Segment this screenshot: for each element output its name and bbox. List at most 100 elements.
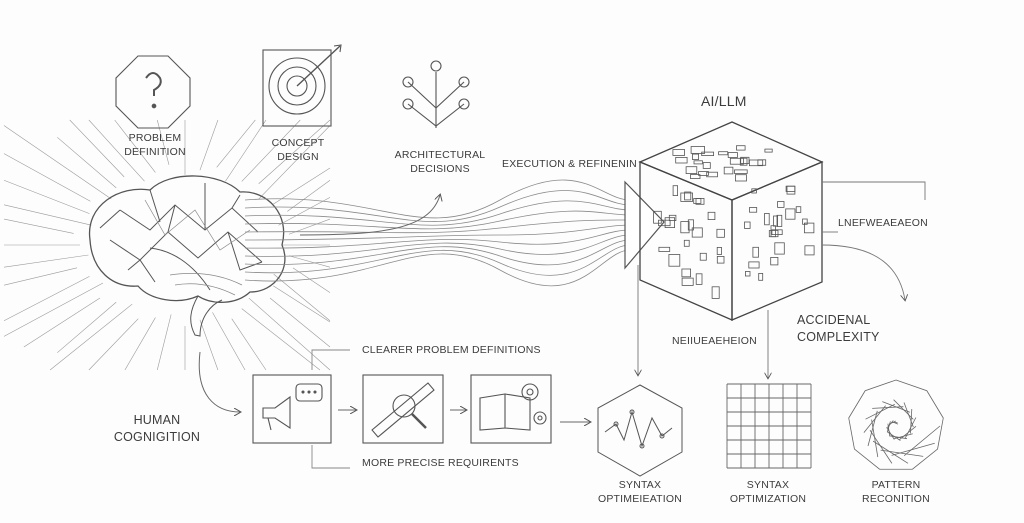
circuit-block xyxy=(749,160,762,166)
circuit-block xyxy=(735,175,746,181)
output-syntax-optimeieation-label: SyntaxOptimeieation xyxy=(590,478,690,506)
ray-line xyxy=(200,120,218,170)
circuit-block xyxy=(786,186,795,191)
circuit-block xyxy=(686,167,697,174)
circuit-block xyxy=(787,186,795,194)
circuit-block xyxy=(749,262,759,268)
ray-line xyxy=(273,286,330,322)
concept-design-label: ConceptDesign xyxy=(258,136,338,164)
circuit-block xyxy=(803,219,808,224)
circuit-block xyxy=(702,152,714,156)
megaphone-step-icon xyxy=(253,375,331,443)
ai-llm-title: AI/LLM xyxy=(701,93,747,110)
target-icon xyxy=(263,45,341,126)
circuit-block xyxy=(673,186,678,196)
output-pattern-recognition-label: PatternReconition xyxy=(846,478,946,506)
circuit-block xyxy=(765,213,770,224)
circuit-block xyxy=(700,253,706,260)
circuit-block xyxy=(735,170,748,174)
ray-line xyxy=(57,137,116,188)
stream-line xyxy=(245,190,630,221)
circuit-block xyxy=(758,160,766,166)
ray-line xyxy=(4,255,88,267)
circuit-block xyxy=(696,274,702,285)
book-gears-step-icon xyxy=(471,375,551,443)
output-syntax-optimization-label: SyntaxOptimization xyxy=(718,478,818,506)
execution-refinement-label: Execution & Refinenin xyxy=(502,157,637,171)
circuit-block xyxy=(684,240,689,246)
circuit-block xyxy=(796,207,801,213)
circuit-block xyxy=(681,222,689,233)
pattern-spiral-icon xyxy=(849,380,944,469)
ai-cube-icon xyxy=(640,122,822,320)
ray-line xyxy=(4,219,74,233)
ray-line xyxy=(212,312,245,370)
circuit-block xyxy=(694,199,701,204)
circuit-block xyxy=(673,150,685,156)
ray-line xyxy=(50,304,132,370)
stream-line xyxy=(245,211,630,229)
problem-definition-icon xyxy=(116,56,190,128)
architectural-decisions-label: ArchitecturalDecisions xyxy=(390,148,490,176)
stream-line xyxy=(245,240,630,265)
ray-line xyxy=(289,256,330,267)
circuit-block xyxy=(750,208,757,213)
circuit-block xyxy=(786,209,795,219)
circuit-block xyxy=(712,287,719,299)
stream-line xyxy=(245,235,630,256)
circuit-block xyxy=(728,153,737,158)
circuit-block xyxy=(717,229,725,237)
syntax-grid-icon xyxy=(727,384,811,468)
ray-line xyxy=(4,154,90,202)
clearer-definitions-label: Clearer Problem Definitions xyxy=(362,343,541,357)
cube-side-label: Lnefweaeaeon xyxy=(838,216,928,230)
circuit-block xyxy=(775,243,785,254)
circuit-block xyxy=(759,273,763,280)
cube-mid-label: Neiiueaeheion xyxy=(672,334,757,348)
cube-circuitry xyxy=(654,146,815,299)
circuit-block xyxy=(771,257,778,265)
circuit-block xyxy=(765,149,772,152)
ray-line xyxy=(232,319,266,370)
problem-definition-label: ProblemDefinition xyxy=(115,131,195,159)
ray-line xyxy=(4,268,77,285)
ray-line xyxy=(4,205,91,225)
ray-line xyxy=(249,298,330,370)
ray-line xyxy=(57,302,116,353)
circuit-block xyxy=(753,247,759,257)
circuit-block xyxy=(745,222,751,228)
architecture-tree-icon xyxy=(403,61,469,128)
circuit-block xyxy=(778,202,784,208)
ray-line xyxy=(4,180,89,213)
circuit-block xyxy=(805,246,814,255)
accidental-complexity-label: AccidenalComplexity xyxy=(797,312,880,346)
ray-line xyxy=(287,180,330,211)
circuit-block xyxy=(708,212,715,219)
circuit-block xyxy=(669,255,680,267)
circuit-block xyxy=(659,247,670,251)
ray-line xyxy=(242,309,320,370)
precise-requirements-label: More Precise Requirents xyxy=(362,456,519,470)
circuit-block xyxy=(694,161,703,164)
circuit-block xyxy=(745,272,750,277)
ray-line xyxy=(125,318,155,370)
circuit-block xyxy=(676,157,687,163)
ray-line xyxy=(217,120,256,167)
syntax-waveform-icon xyxy=(598,385,682,476)
stream-line xyxy=(245,245,630,275)
circuit-block xyxy=(719,152,728,155)
circuit-block xyxy=(682,278,693,285)
circuit-block xyxy=(724,167,733,174)
ray-line xyxy=(157,314,171,370)
circuit-block xyxy=(703,163,710,169)
thought-streams xyxy=(245,180,630,286)
ruler-magnifier-step-icon xyxy=(363,375,443,443)
ray-line xyxy=(200,320,218,370)
ray-line xyxy=(89,319,138,370)
ray-line xyxy=(4,276,89,320)
circuit-block xyxy=(737,146,746,150)
circuit-block xyxy=(692,154,698,159)
circuit-block xyxy=(682,269,691,277)
ray-line xyxy=(270,298,330,347)
